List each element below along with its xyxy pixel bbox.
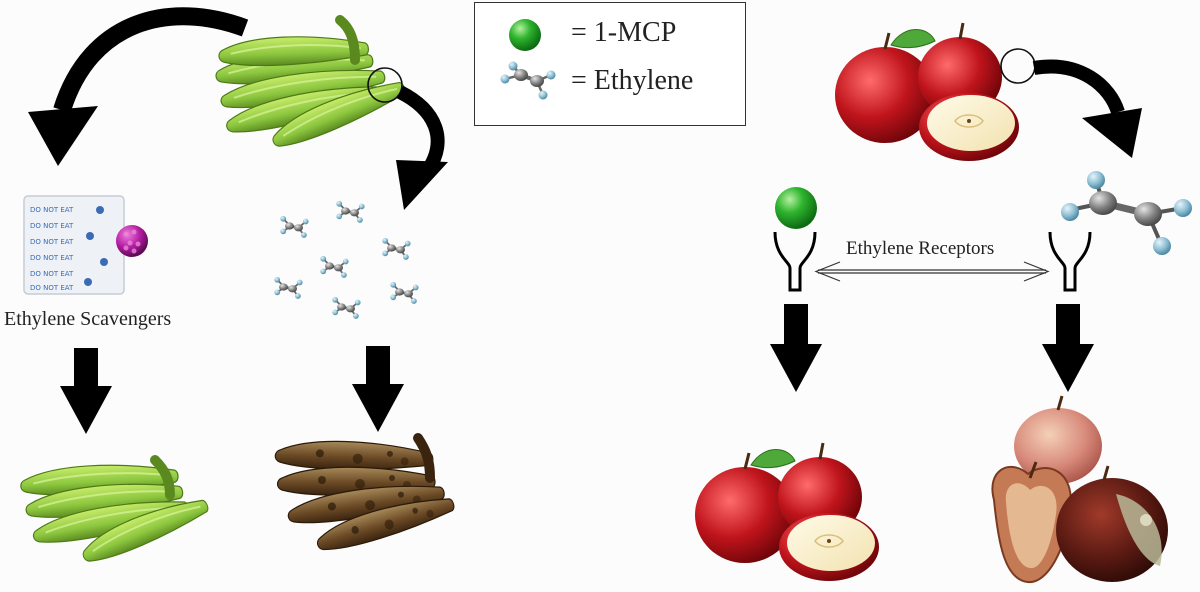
ethylene-molecule-icon <box>330 295 362 321</box>
receptor-double-arrow-icon <box>814 261 1050 282</box>
curved-arrow-apple-icon <box>1032 59 1125 115</box>
ethylene-molecule-icon <box>380 236 412 262</box>
fresh-apples-bottom <box>693 441 881 583</box>
curved-arrow-left-icon <box>53 7 249 113</box>
apple-highlight-circle <box>1000 48 1036 84</box>
mcp-molecule-icon <box>775 187 817 229</box>
svg-text:DO NOT EAT: DO NOT EAT <box>30 270 74 278</box>
ripe-banana-bunch <box>274 433 458 557</box>
legend-mcp-label: = 1-MCP <box>571 17 677 48</box>
ethylene-scavengers-label: Ethylene Scavengers <box>4 308 172 330</box>
legend-mcp-icon <box>509 19 541 51</box>
ethylene-molecule-icon <box>334 199 366 225</box>
down-arrow-mcp-icon <box>770 304 822 392</box>
svg-text:DO NOT EAT: DO NOT EAT <box>30 238 74 246</box>
receptor-right <box>1048 231 1092 292</box>
ethylene-molecule-icon <box>278 214 310 240</box>
legend: = 1-MCP = Ethylene <box>474 2 746 126</box>
green-banana-bunch-bottom <box>18 455 213 569</box>
green-banana-bunch-top <box>213 15 411 154</box>
curved-arrow-banana-icon <box>396 85 445 174</box>
legend-ethylene-label: = Ethylene <box>571 65 694 96</box>
banana-highlight-circle <box>367 67 403 103</box>
down-arrow-ethylene-icon <box>352 346 404 432</box>
fresh-apples-top <box>833 21 1021 163</box>
ethylene-receptors-label: Ethylene Receptors <box>846 238 995 259</box>
ethylene-molecule-icon <box>318 254 350 280</box>
receptor-left <box>773 231 817 292</box>
down-arrow-scavenger-icon <box>60 348 112 434</box>
down-arrow-ripening-icon <box>1042 304 1094 392</box>
ethylene-molecule-cloud <box>272 199 420 321</box>
rotten-apples <box>991 395 1168 584</box>
svg-text:DO NOT EAT: DO NOT EAT <box>30 254 74 262</box>
svg-text:DO NOT EAT: DO NOT EAT <box>30 222 74 230</box>
svg-text:DO NOT EAT: DO NOT EAT <box>30 284 74 292</box>
legend-ethylene-icon <box>500 61 556 100</box>
svg-text:DO NOT EAT: DO NOT EAT <box>30 206 74 214</box>
ethylene-scavenger-sachet: DO NOT EAT DO NOT EAT DO NOT EAT DO NOT … <box>23 195 148 295</box>
ethylene-molecule-icon <box>272 275 304 301</box>
ethylene-molecule-large-icon <box>1061 171 1192 255</box>
legend-icons <box>500 19 556 100</box>
ethylene-molecule-icon <box>388 280 420 306</box>
